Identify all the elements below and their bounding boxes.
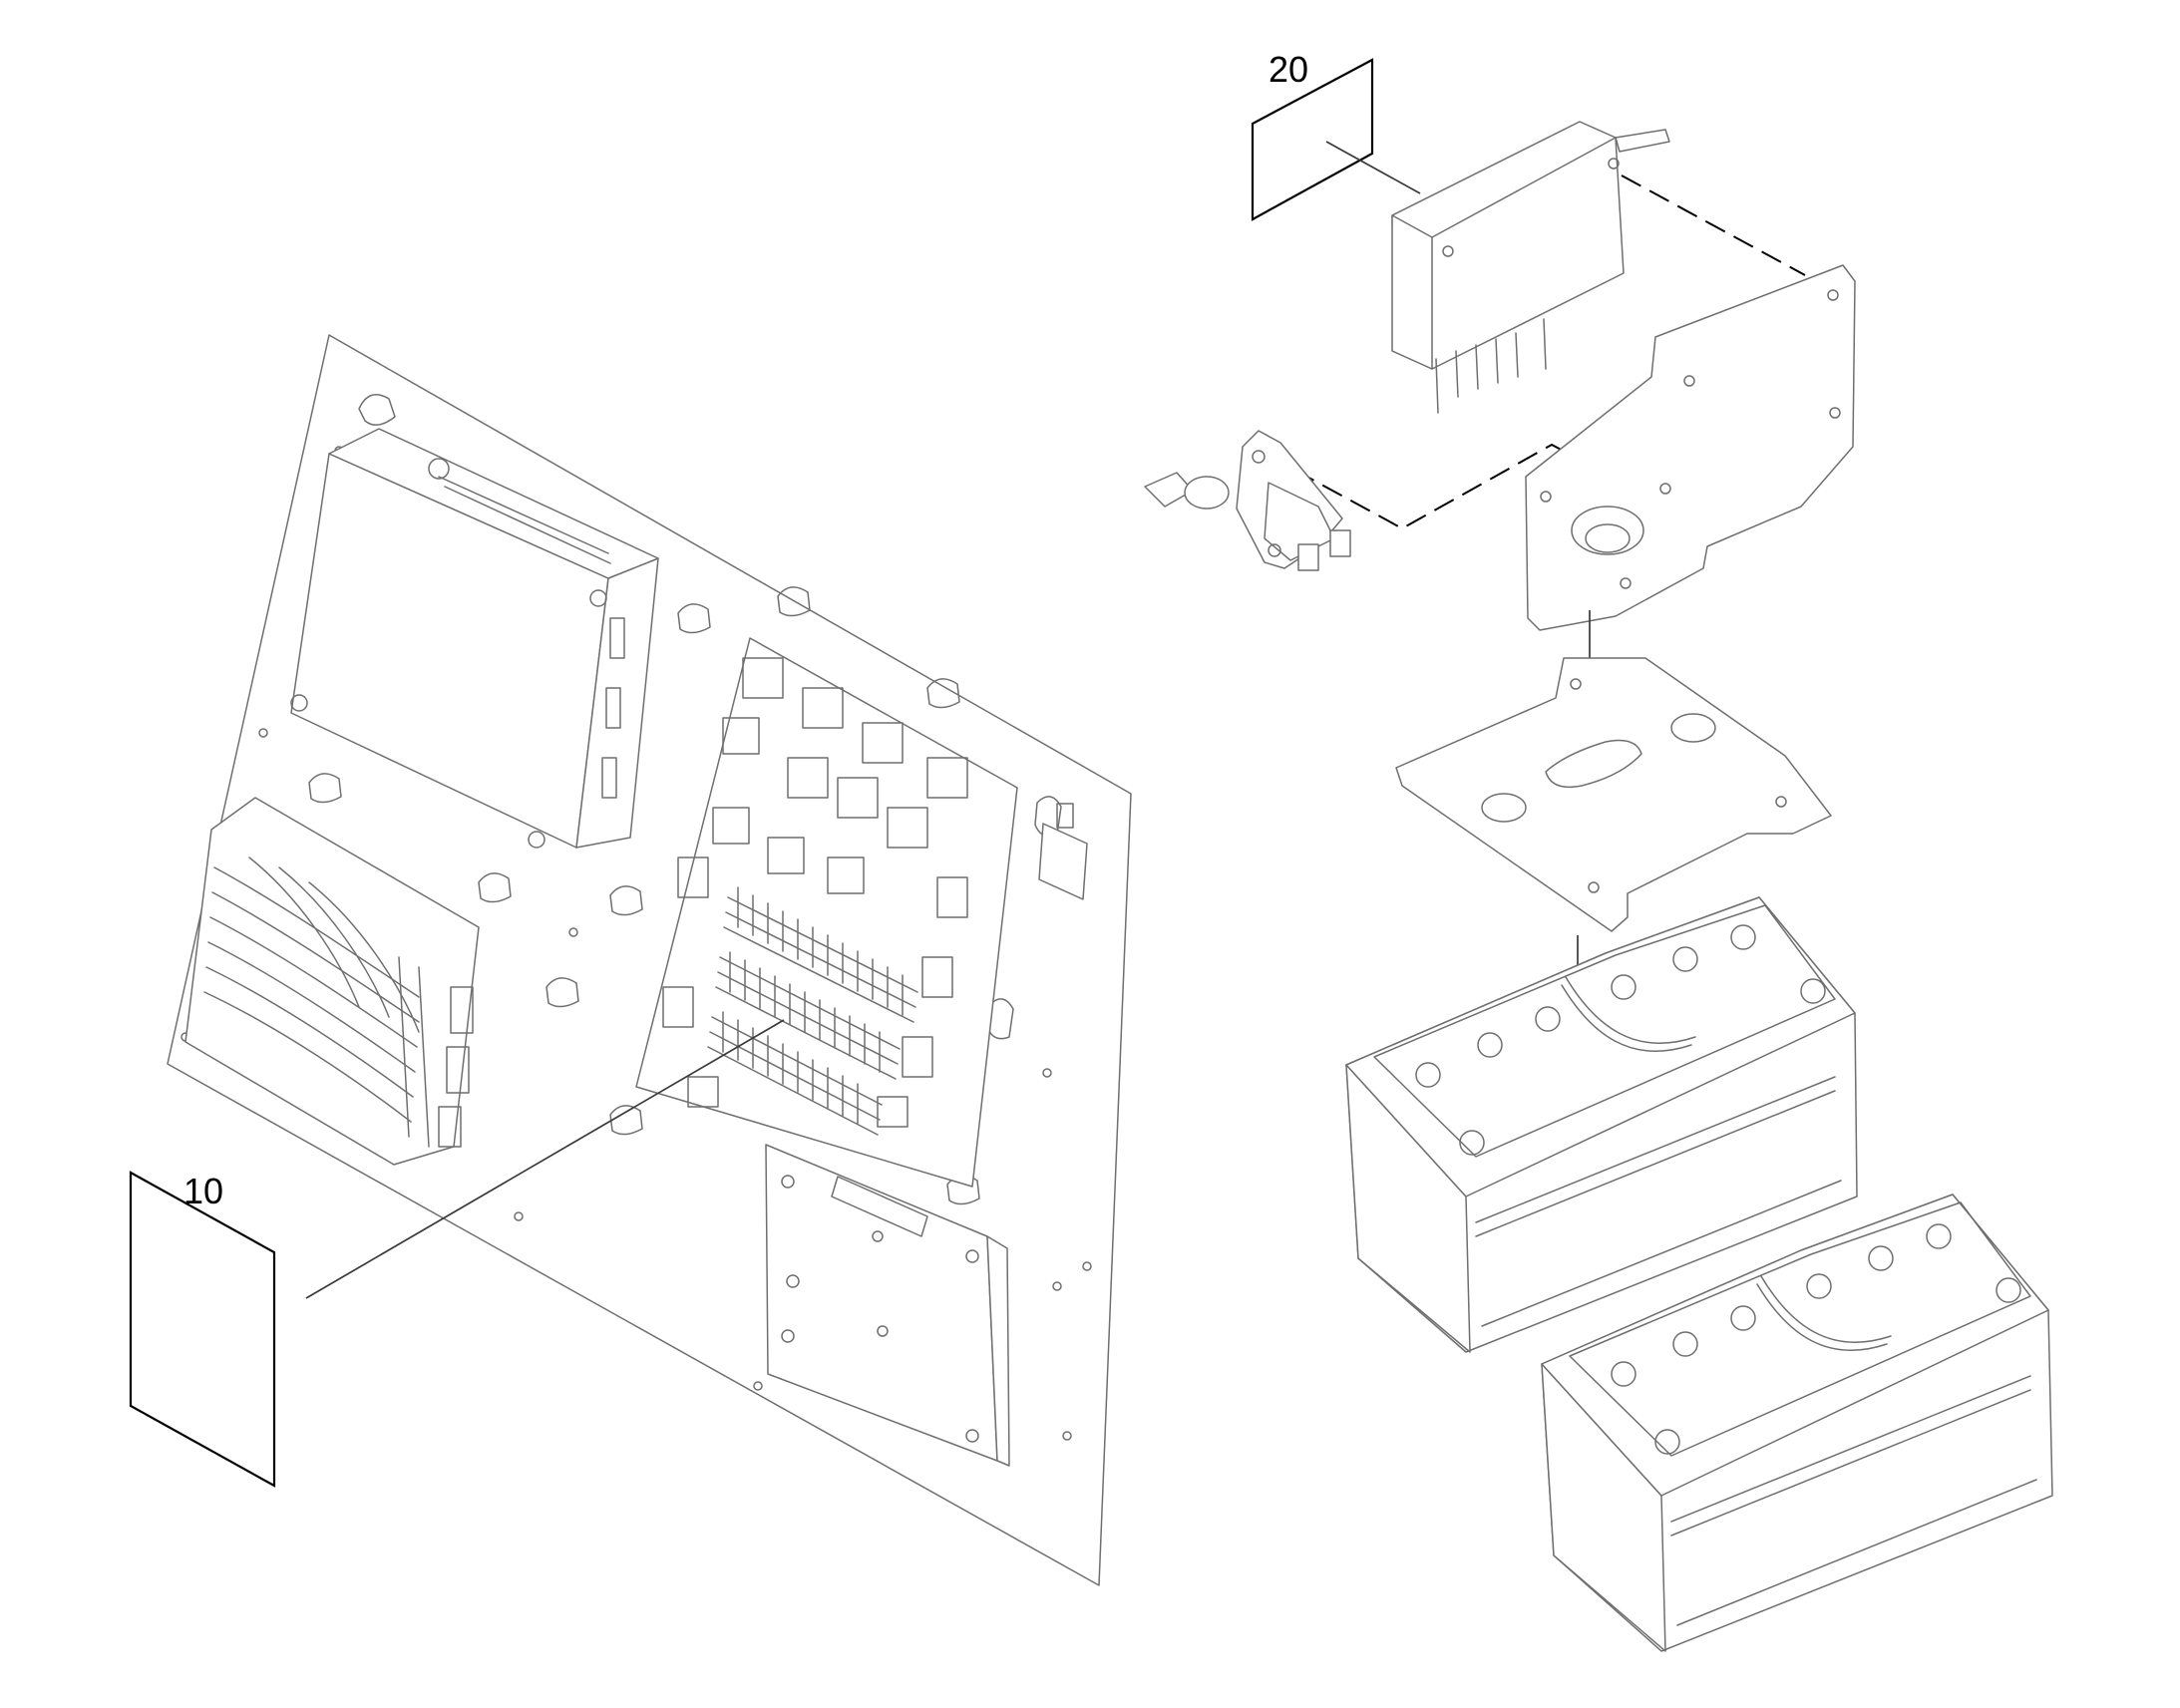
callout-20-label-box [1251, 58, 1374, 221]
battery-2 [1541, 1194, 2053, 1652]
callout-20[interactable]: 20 [1251, 49, 1421, 221]
callout-20-number: 20 [1269, 49, 1308, 90]
mounting-bracket [1525, 264, 1856, 631]
callout-10-number: 10 [183, 1171, 223, 1211]
callout-10[interactable]: 10 [129, 1019, 785, 1488]
battery-base-plate [1395, 657, 1832, 932]
control-module [290, 428, 659, 849]
callout-10-leader-line [305, 1019, 785, 1299]
sub-circuit-board [765, 1144, 1010, 1467]
panel-relay [1038, 803, 1088, 900]
electrical-mounting-panel [167, 334, 1132, 1586]
switch-assembly-line [1266, 443, 1587, 530]
relay-box [1391, 121, 1670, 414]
relay-assembly-line [1621, 174, 1806, 276]
callout-20-leader-line [1325, 141, 1421, 194]
callout-10-label-box [129, 1171, 276, 1488]
battery-1 [1345, 896, 1858, 1353]
ecu-module [184, 797, 480, 1166]
fuse-relay-board [635, 637, 1018, 1188]
battery-disconnect-switch [1144, 430, 1351, 571]
